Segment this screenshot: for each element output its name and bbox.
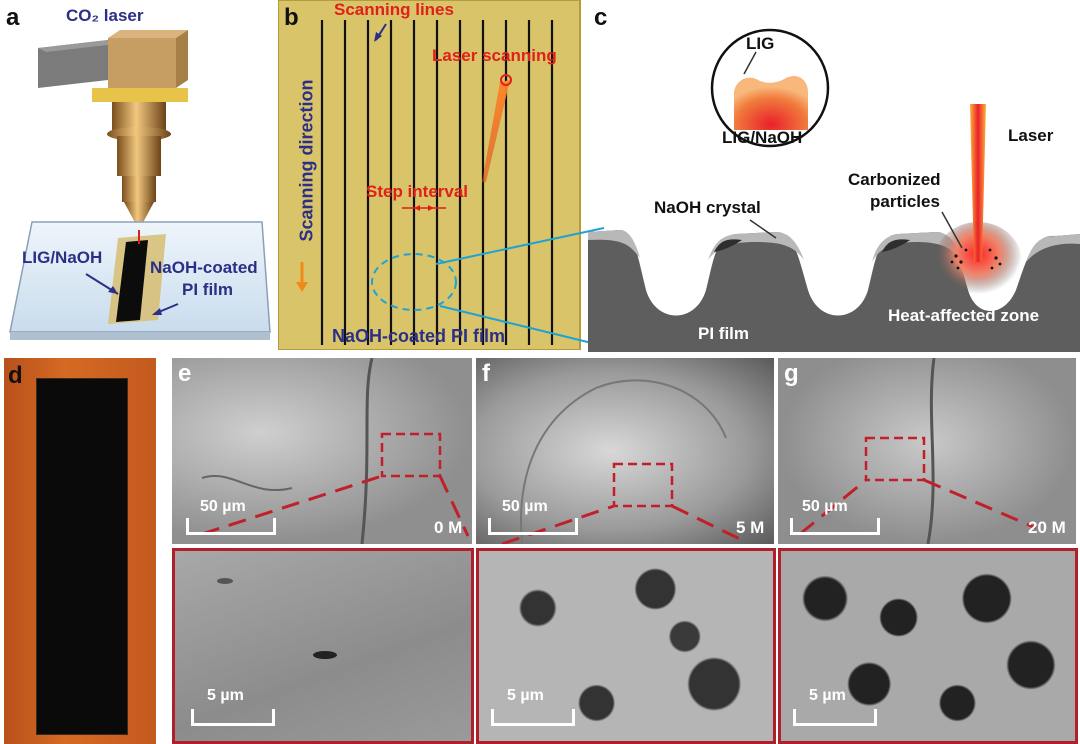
lig-naoh-label: LIG/NaOH — [722, 128, 803, 147]
sem-panel-f-top: f 50 µm 5 M — [476, 358, 774, 544]
scale-bar-label: 50 µm — [200, 498, 246, 515]
scanning-diagram — [278, 0, 581, 350]
sem-panel-g-zoom: 5 µm — [778, 548, 1078, 744]
scale-bar — [488, 518, 578, 535]
scale-bar — [790, 518, 880, 535]
sem-texture — [201, 358, 470, 544]
step-interval-label: Step interval — [366, 182, 469, 201]
naoh-crystal-label: NaOH crystal — [654, 198, 761, 217]
co2-laser-label: CO₂ laser — [66, 6, 144, 25]
concentration-label: 20 M — [1028, 518, 1066, 537]
concentration-label: 5 M — [736, 518, 765, 537]
laser-scanning-label: Laser scanning — [432, 46, 557, 65]
panel-c: c LIG LIG/NaOH Laser Carbonized particle… — [586, 0, 1080, 352]
scanning-lines-label: Scanning lines — [334, 0, 454, 19]
panel-letter: g — [784, 360, 799, 387]
laser-label: Laser — [1008, 126, 1054, 145]
lig-label: LIG — [746, 34, 775, 53]
naoh-film-label-line2: PI film — [182, 280, 234, 299]
panel-letter: d — [8, 362, 23, 389]
panel-letter: e — [178, 360, 192, 387]
sem-panel-e-zoom: 5 µm — [172, 548, 474, 744]
scale-bar-label: 5 µm — [207, 687, 244, 704]
panel-letter: c — [594, 4, 608, 31]
scanning-direction-label: Scanning direction — [296, 79, 317, 242]
scale-bar-label: 5 µm — [809, 687, 846, 704]
panel-letter: a — [6, 4, 20, 31]
heat-affected-diagram — [588, 28, 1080, 352]
scale-bar-label: 50 µm — [502, 498, 548, 515]
sem-panel-g-top: g 50 µm 20 M — [778, 358, 1076, 544]
panel-a: a CO₂ laser LIG/NaOH NaOH-coated PI film — [0, 0, 285, 350]
scale-bar — [186, 518, 276, 535]
lig-naoh-label: LIG/NaOH — [22, 248, 103, 267]
laser-setup-diagram — [9, 30, 271, 340]
naoh-film-label-line1: NaOH-coated — [150, 258, 258, 277]
sem-texture — [799, 358, 1037, 544]
panel-b: b Scanning lines Laser scanning Scanning… — [278, 0, 586, 350]
pi-film-label: PI film — [698, 324, 750, 343]
scale-bar-label: 5 µm — [507, 687, 544, 704]
sem-panel-f-zoom: 5 µm — [476, 548, 776, 744]
sem-texture — [501, 379, 747, 544]
lig-black-electrode — [36, 378, 128, 735]
carbonized-label-line2: particles — [870, 192, 940, 211]
scale-bar — [793, 709, 877, 726]
scale-bar — [191, 709, 275, 726]
panel-d: d — [0, 358, 160, 744]
scale-bar-label: 50 µm — [802, 498, 848, 515]
sem-panel-e-top: e 50 µm 0 M — [172, 358, 472, 544]
sem-texture — [217, 578, 337, 659]
naoh-coated-pi-film-label: NaOH-coated PI film — [332, 326, 506, 346]
heat-affected-zone-label: Heat-affected zone — [888, 306, 1040, 325]
scale-bar — [491, 709, 575, 726]
carbonized-label-line1: Carbonized — [848, 170, 941, 189]
concentration-label: 0 M — [434, 518, 463, 537]
panel-letter: b — [284, 4, 299, 31]
panel-letter: f — [482, 360, 490, 387]
